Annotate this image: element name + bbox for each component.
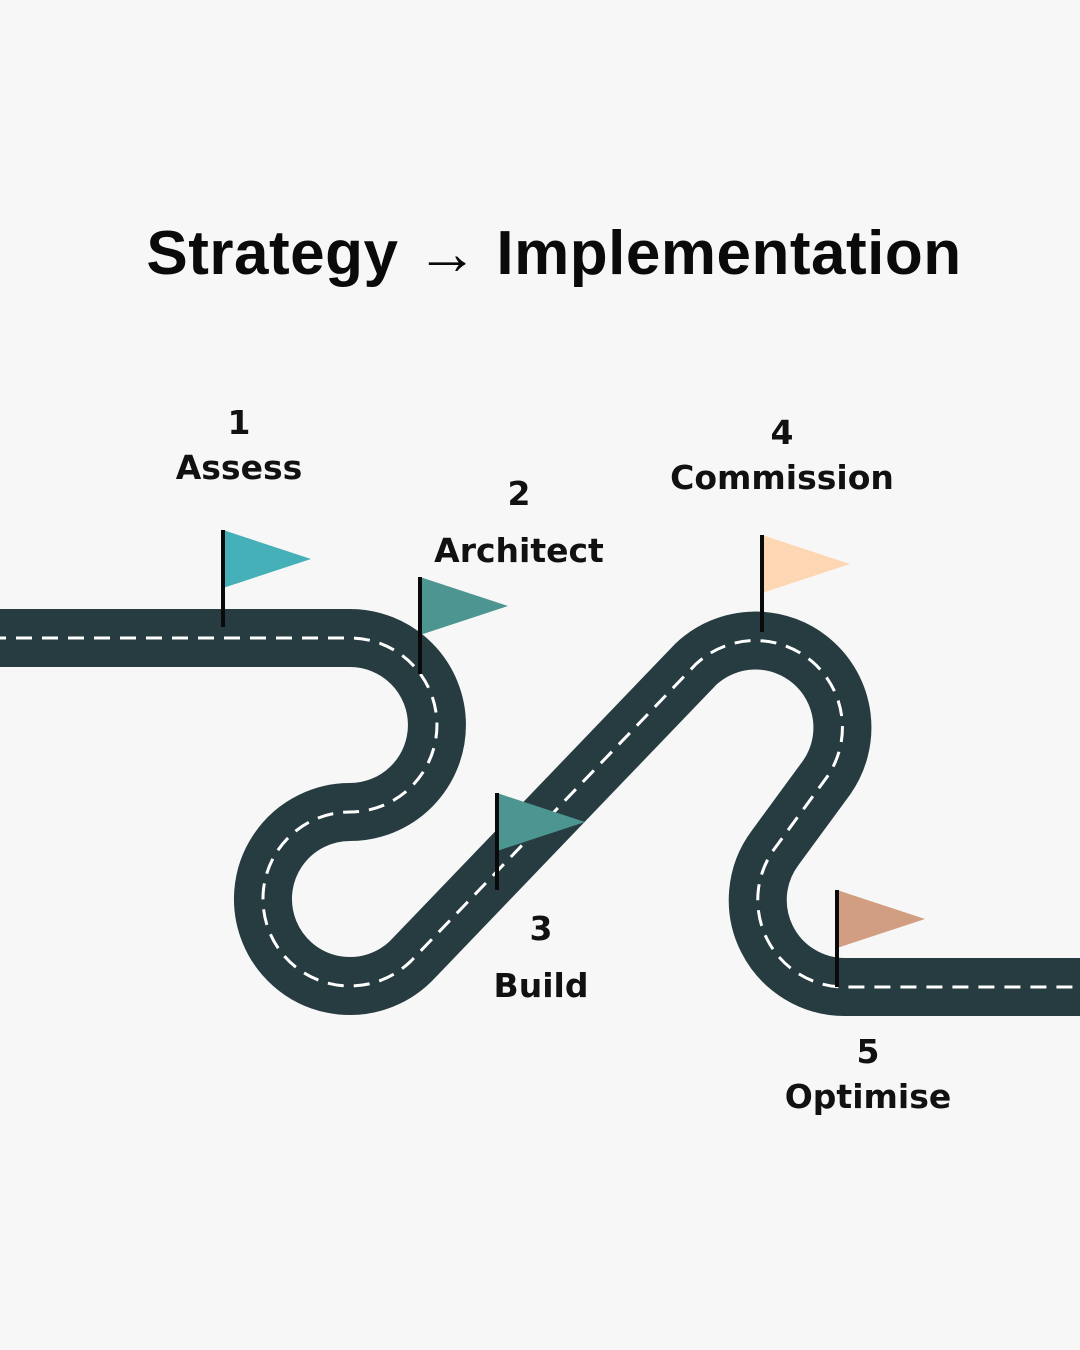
flag-icon (762, 535, 850, 593)
milestone-label: Assess (175, 448, 303, 487)
milestone-number: 5 (856, 1032, 880, 1071)
milestone-5: 5 Optimise (718, 1029, 1018, 1119)
milestone-number: 3 (529, 909, 553, 948)
page-title: Strategy → Implementation (146, 219, 962, 288)
flag-icon (497, 793, 585, 851)
milestone-number: 4 (770, 413, 794, 452)
milestone-label: Architect (434, 531, 604, 570)
road-lane-dashes (0, 636, 1080, 989)
flag-icon (420, 577, 508, 635)
milestone-label: Optimise (784, 1077, 952, 1116)
flag-icon (837, 890, 925, 948)
milestone-label: Commission (670, 458, 894, 497)
milestone-number: 2 (507, 474, 531, 513)
milestone-number: 1 (227, 403, 251, 442)
milestone-2: 2 Architect (369, 465, 669, 579)
milestone-4: 4 Commission (632, 410, 932, 500)
milestone-1: 1 Assess (89, 400, 389, 490)
flag-icon (223, 530, 311, 588)
milestone-3: 3 Build (391, 900, 691, 1014)
milestone-label: Build (493, 966, 589, 1005)
